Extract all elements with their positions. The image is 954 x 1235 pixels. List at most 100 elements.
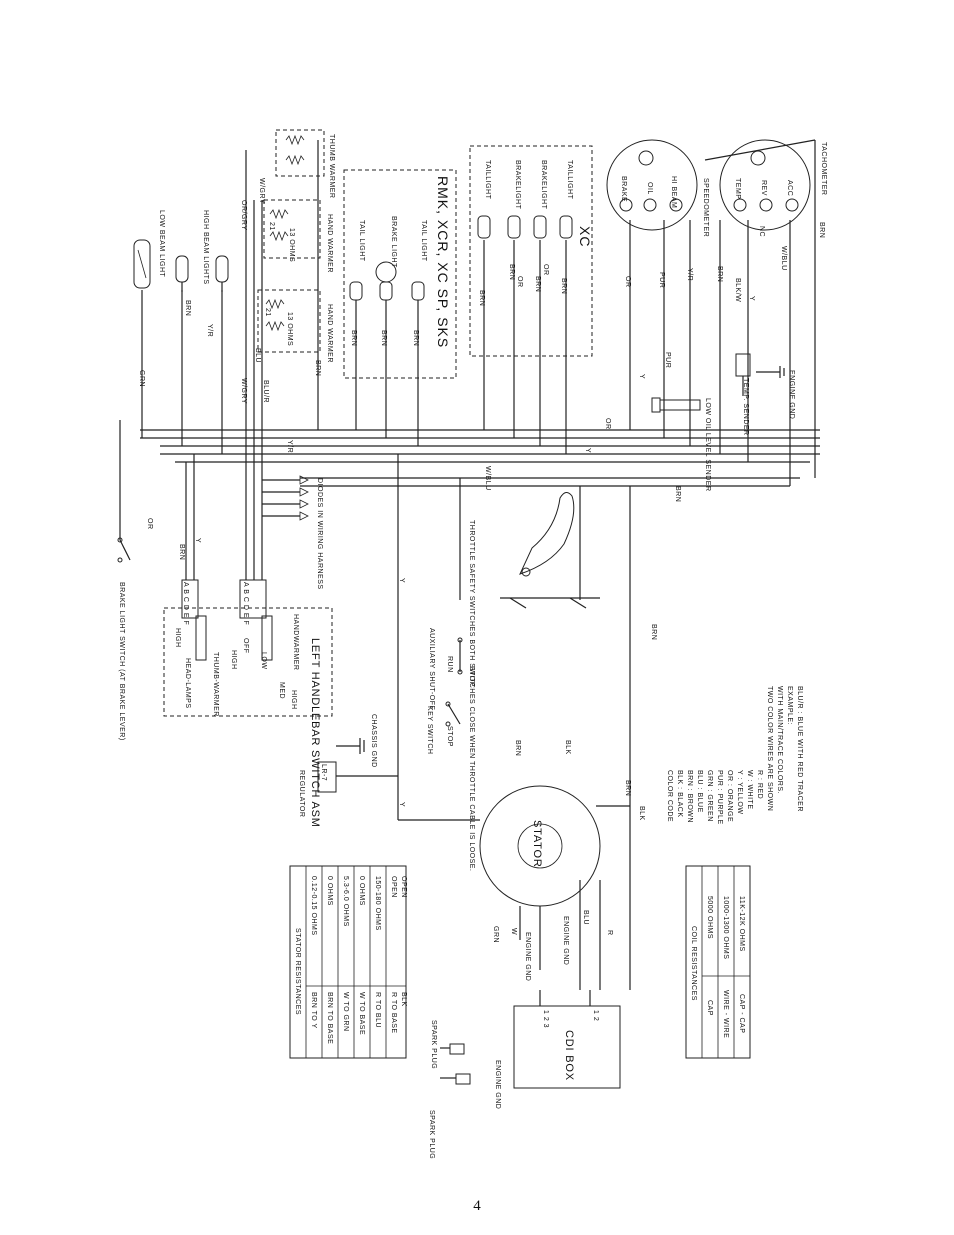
svg-text:0.12-0.15 OHMS: 0.12-0.15 OHMS <box>310 876 317 936</box>
svg-text:BLK: BLK <box>400 992 407 1007</box>
svg-text:TAILLIGHT: TAILLIGHT <box>484 160 491 200</box>
svg-text:COIL RESISTANCES: COIL RESISTANCES <box>690 926 697 1001</box>
svg-text:CAP - CAP: CAP - CAP <box>738 994 745 1033</box>
svg-text:TEMP: TEMP <box>734 178 741 199</box>
svg-text:BRN: BRN <box>818 222 825 238</box>
throttle-safety-switch: THROTTLE SAFETY SWITCHES BOTH SWITCHES C… <box>468 492 600 871</box>
svg-text:OR: OR <box>542 264 549 276</box>
speedometer-label: SPEEDOMETER <box>702 178 709 237</box>
svg-text:OR: OR <box>604 418 611 430</box>
svg-text:OR/GRY: OR/GRY <box>240 200 247 231</box>
svg-text:13 OHMS: 13 OHMS <box>288 228 295 262</box>
svg-text:BLK/W: BLK/W <box>734 278 741 302</box>
svg-text:BRN: BRN <box>534 276 541 292</box>
svg-text:W/BLU: W/BLU <box>780 246 787 271</box>
brake-light-switch: BRAKE LIGHT SWITCH (AT BRAKE LEVER) <box>117 537 131 741</box>
auxiliary-shutoff: AUXILIARY SHUT-OFF RUN STOP <box>428 628 475 710</box>
svg-text:CAP: CAP <box>706 1000 713 1016</box>
svg-text:COLOR CODE: COLOR CODE <box>666 770 673 822</box>
connector-2: A B C D E F <box>239 579 267 625</box>
svg-text:HIGH: HIGH <box>174 628 181 648</box>
svg-text:BRN: BRN <box>178 544 185 560</box>
svg-text:STOP: STOP <box>468 666 475 687</box>
tachometer: TEMP REV ACC NC TACHOMETER <box>704 139 827 237</box>
svg-text:BRN: BRN <box>560 278 567 294</box>
svg-text:OFF: OFF <box>242 638 249 654</box>
svg-text:BRN: BRN <box>674 486 681 502</box>
svg-text:NC: NC <box>758 226 765 237</box>
svg-text:BRN: BRN <box>478 290 485 306</box>
svg-text:GRN: GRN <box>138 370 145 387</box>
svg-text:BLK: BLK <box>638 806 645 821</box>
svg-text:TEMP. SENDER: TEMP. SENDER <box>742 378 749 436</box>
svg-text:W TO GRN: W TO GRN <box>342 992 349 1032</box>
svg-text:0 OHMS: 0 OHMS <box>358 876 365 906</box>
svg-text:0 OHMS: 0 OHMS <box>326 876 333 906</box>
color-code-legend: COLOR CODE BLK : BLACK BRN : BROWN BLU :… <box>666 686 803 825</box>
svg-text:BRN TO BASE: BRN TO BASE <box>326 992 333 1044</box>
spark-plugs: SPARK PLUG SPARK PLUG ENGINE GND <box>428 1020 501 1159</box>
svg-text:BLU : BLUE: BLU : BLUE <box>696 770 703 813</box>
svg-text:A B C D E F: A B C D E F <box>182 582 189 625</box>
svg-text:1 2 3: 1 2 3 <box>542 1010 549 1028</box>
svg-text:BLU: BLU <box>582 910 589 925</box>
svg-text:R TO BLU: R TO BLU <box>374 992 381 1028</box>
svg-text:HIGH: HIGH <box>230 650 237 670</box>
low-oil-level-sender: LOW OIL LEVEL SENDER <box>651 397 711 492</box>
svg-text:Y : YELLOW: Y : YELLOW <box>736 770 743 814</box>
svg-text:HEAD-LAMPS: HEAD-LAMPS <box>184 658 191 709</box>
svg-text:RUN: RUN <box>446 656 453 673</box>
svg-text:BRN: BRN <box>184 300 191 316</box>
regulator: LR-7 REGULATOR CHASSIS GND <box>298 714 398 817</box>
svg-text:PUR : PURPLE: PUR : PURPLE <box>716 770 723 825</box>
svg-text:BLK: BLK <box>564 740 571 755</box>
svg-text:1 2: 1 2 <box>592 1010 599 1021</box>
svg-text:STATOR RESISTANCES: STATOR RESISTANCES <box>294 928 301 1015</box>
high-beam-lights: HIGH BEAM LIGHTS <box>175 210 229 292</box>
svg-text:TAILLIGHT: TAILLIGHT <box>566 160 573 200</box>
svg-text:150-180 OHMS: 150-180 OHMS <box>374 876 381 931</box>
svg-text:STOP: STOP <box>446 726 453 747</box>
svg-text:Y: Y <box>398 802 405 807</box>
svg-text:BRN: BRN <box>650 624 657 640</box>
svg-text:BRN : BROWN: BRN : BROWN <box>686 770 693 823</box>
svg-text:BRN: BRN <box>716 266 723 282</box>
svg-text:R: R <box>606 930 613 936</box>
svg-text:21: 21 <box>268 222 275 231</box>
taillight-group-rmk: TAIL LIGHT BRAKE LIGHT TAIL LIGHT RMK, X… <box>343 169 457 379</box>
svg-text:Y: Y <box>398 578 405 583</box>
svg-text:BRAKE: BRAKE <box>620 176 627 202</box>
hand-warmer-lower: 21 13 OHMS HAND WARMER <box>257 289 333 363</box>
speedometer: BRAKE OIL HI BEAM SPEEDOMETER <box>606 139 709 237</box>
svg-text:TAIL LIGHT: TAIL LIGHT <box>420 220 427 262</box>
svg-text:EXAMPLE:: EXAMPLE: <box>786 686 793 725</box>
svg-text:OR: OR <box>146 518 153 530</box>
svg-text:Y: Y <box>584 448 591 453</box>
svg-text:BRAKELIGHT: BRAKELIGHT <box>514 160 521 210</box>
svg-text:REGULATOR: REGULATOR <box>298 770 305 817</box>
svg-text:CDI BOX: CDI BOX <box>563 1030 575 1081</box>
tachometer-label: TACHOMETER <box>820 142 827 195</box>
thumb-warmer-label: THUMB WARMER <box>328 134 335 198</box>
svg-text:REV: REV <box>760 180 767 196</box>
svg-text:Y: Y <box>638 374 645 379</box>
svg-text:W/BLU: W/BLU <box>484 466 491 491</box>
high-beam-label: HIGH BEAM LIGHTS <box>202 210 209 285</box>
svg-text:ACC: ACC <box>786 180 793 196</box>
diodes-label: DIODES IN WIRING HARNESS <box>316 478 323 590</box>
svg-text:W TO BASE: W TO BASE <box>358 992 365 1035</box>
svg-text:GRN : GREEN: GRN : GREEN <box>706 770 713 822</box>
handlebar-switch-label: LEFT HANDLEBAR SWITCH ASM <box>309 638 321 828</box>
svg-text:21: 21 <box>264 308 271 317</box>
hand-warmer-lower-label: HAND WARMER <box>326 304 333 363</box>
svg-text:OR: OR <box>624 276 631 288</box>
svg-text:HANDWARMER: HANDWARMER <box>292 614 299 670</box>
svg-text:TAIL LIGHT: TAIL LIGHT <box>358 220 365 262</box>
svg-text:LOW OIL LEVEL SENDER: LOW OIL LEVEL SENDER <box>704 398 711 492</box>
left-handlebar-switch: HIGH HEAD-LAMPS THUMB-WARMER HIGH OFF LO… <box>163 607 333 828</box>
svg-text:BRN: BRN <box>314 360 321 376</box>
svg-text:BLK : BLACK: BLK : BLACK <box>676 770 683 818</box>
svg-text:SPARK PLUG: SPARK PLUG <box>430 1020 437 1069</box>
svg-text:BRN: BRN <box>508 264 515 280</box>
